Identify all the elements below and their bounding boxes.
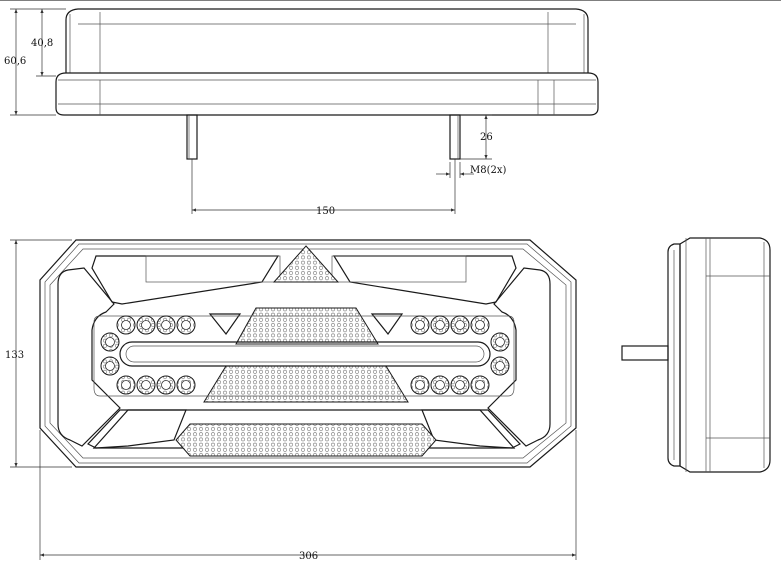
reflector-top-triangle — [272, 245, 340, 283]
front-view — [39, 239, 577, 468]
led-ring — [176, 375, 196, 395]
front-housing-outer — [39, 239, 577, 468]
reflector-upper-trapezoid — [235, 307, 379, 345]
led-ring — [100, 356, 120, 376]
segment-upper-right — [487, 267, 551, 447]
led-ring — [410, 315, 430, 335]
dim-label-stud-length: 26 — [480, 132, 493, 143]
led-ring — [176, 315, 196, 335]
reflector-middle-band — [203, 365, 409, 403]
led-ring — [156, 315, 176, 335]
led-ring — [490, 332, 510, 352]
led-ring — [116, 375, 136, 395]
top-view-base-flange — [55, 72, 599, 116]
side-body — [679, 237, 771, 473]
led-ring — [470, 315, 490, 335]
dim-label-width: 306 — [299, 551, 318, 562]
side-stud — [621, 345, 669, 361]
side-view — [621, 237, 771, 473]
reflector-bottom-band — [175, 423, 437, 457]
dimension-thread: M8(2x) — [436, 162, 507, 178]
dimension-height: 133 — [5, 239, 72, 468]
segment-top-right — [332, 255, 517, 305]
indicator-triangle-right — [370, 313, 404, 336]
dimension-stud-length: 26 — [460, 114, 493, 160]
mounting-stud-right — [449, 114, 461, 160]
segment-bottom-left — [87, 409, 187, 449]
top-view-upper-body — [65, 8, 589, 73]
led-ring — [116, 315, 136, 335]
mounting-stud-left — [186, 114, 198, 160]
dim-label-thread: M8(2x) — [470, 165, 507, 176]
dimension-stud-spacing: 150 — [191, 159, 456, 217]
segment-bottom-right — [421, 409, 521, 449]
central-light-bar — [119, 341, 491, 367]
led-ring — [430, 375, 450, 395]
led-ring — [470, 375, 490, 395]
indicator-triangle-left — [208, 313, 242, 336]
led-ring — [450, 315, 470, 335]
led-ring — [136, 315, 156, 335]
segment-top-left — [91, 255, 280, 305]
dim-label-stud-spacing: 150 — [316, 206, 335, 217]
led-ring — [410, 375, 430, 395]
led-ring — [156, 375, 176, 395]
led-ring — [430, 315, 450, 335]
dim-label-body-height: 40,8 — [31, 38, 53, 49]
led-ring — [100, 332, 120, 352]
led-array — [100, 315, 510, 395]
segment-upper-left — [57, 267, 121, 447]
dim-label-total-height: 60,6 — [4, 56, 26, 67]
dimension-body-height: 40,8 — [31, 8, 66, 77]
dimension-width: 306 — [39, 430, 577, 562]
led-ring — [450, 375, 470, 395]
dim-label-height: 133 — [5, 350, 24, 361]
led-ring — [490, 356, 510, 376]
dimension-total-height: 60,6 — [4, 8, 56, 116]
top-view — [55, 8, 599, 160]
led-ring — [136, 375, 156, 395]
